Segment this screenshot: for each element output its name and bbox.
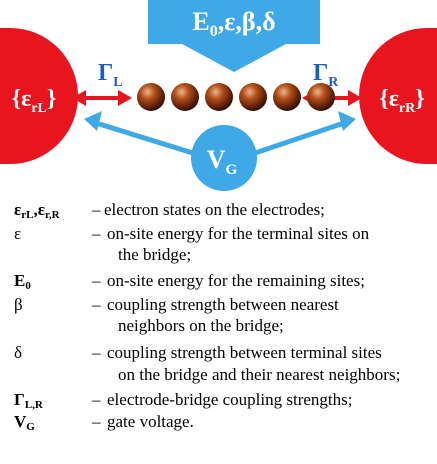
bridge-sites [137, 83, 335, 111]
legend-symbol: δ [14, 343, 23, 362]
legend-dash: – [92, 271, 101, 290]
legend-symbol: β [14, 295, 23, 314]
right-electrode-label: {εrR} [379, 86, 425, 116]
junction-diagram: E0,ε,β,δ {εrL} {εrR} ΓL ΓR [0, 0, 437, 191]
legend-description: coupling strength between nearest [107, 295, 339, 314]
legend-symbol: ΓL,R [14, 390, 43, 411]
legend-dash: – [92, 343, 101, 362]
gamma-right-label: ΓR [313, 60, 339, 90]
bridge-site-5 [273, 83, 301, 111]
legend-symbol: E0 [14, 271, 31, 292]
legend-symbol: εrL,εr,R [14, 200, 60, 221]
parameters-arrow-shape [148, 0, 320, 72]
legend-symbol: ε [14, 224, 22, 243]
legend-symbol: VG [14, 412, 35, 433]
legend: εrL,εr,R – electron states on the electr… [0, 198, 437, 464]
gate-arrow-right [251, 111, 356, 157]
legend-continuation: neighbors on the bridge; [118, 316, 284, 335]
legend-description: electron states on the electrodes; [104, 200, 325, 219]
legend-dash: – [92, 224, 101, 243]
gamma-left-label: ΓL [98, 60, 123, 90]
legend-description: electrode-bridge coupling strengths; [107, 390, 353, 409]
right-electrode-shape [359, 28, 437, 164]
parameters-banner: E0,ε,β,δ [148, 0, 320, 72]
gate: VG [191, 125, 257, 191]
bridge-site-3 [205, 83, 233, 111]
legend-description: on-site energy for the remaining sites; [107, 271, 365, 290]
bridge-site-2 [171, 83, 199, 111]
legend-description: coupling strength between terminal sites [107, 343, 382, 362]
legend-continuation: the bridge; [118, 245, 192, 264]
left-electrode: {εrL} [0, 28, 78, 164]
legend-continuation: on the bridge and their nearest neighbor… [118, 365, 401, 384]
legend-dash: – [92, 200, 101, 219]
legend-dash: – [92, 390, 101, 409]
left-electrode-shape [0, 28, 78, 164]
legend-dash: – [92, 412, 101, 431]
bridge-site-1 [137, 83, 165, 111]
bridge-site-4 [239, 83, 267, 111]
left-electrode-label: {εrL} [12, 86, 57, 116]
gate-circle [191, 125, 257, 191]
bridge-site-6 [307, 83, 335, 111]
legend-description: on-site energy for the terminal sites on [107, 224, 370, 243]
right-electrode: {εrR} [359, 28, 437, 164]
gamma-left-arrow [72, 90, 132, 106]
gate-arrow-left [84, 111, 197, 157]
legend-dash: – [92, 295, 101, 314]
legend-description: gate voltage. [107, 412, 194, 431]
parameters-label: E0,ε,β,δ [192, 7, 275, 40]
gate-label: VG [207, 145, 238, 178]
